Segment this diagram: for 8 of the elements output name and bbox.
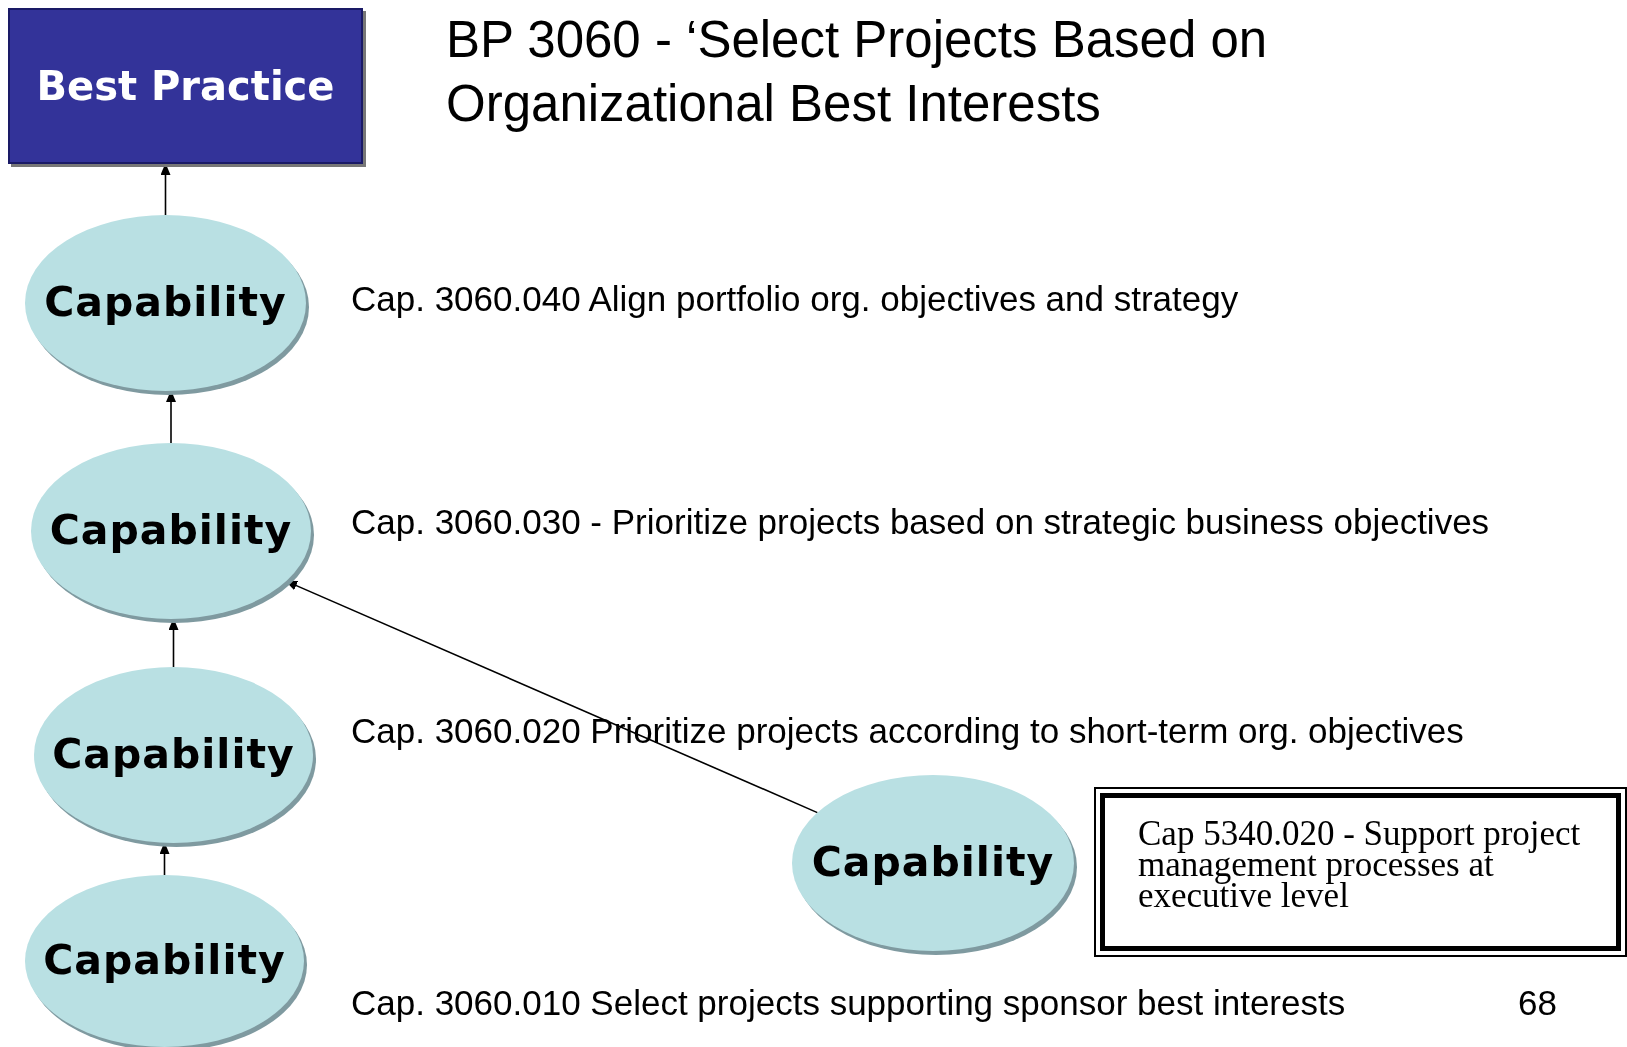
title: BP 3060 - ‘Select Projects Based on Organizational Best Interests bbox=[446, 10, 1269, 134]
page-number: 68 bbox=[1518, 983, 1557, 1023]
best-practice-box: Best Practice bbox=[8, 8, 363, 164]
capability-description: Cap. 3060.040 Align portfolio org. objectives and strategy bbox=[351, 279, 1239, 319]
note-frame: Cap 5340.020 - Support project management processes at executive level bbox=[1094, 787, 1627, 957]
capability-ellipse: Capability bbox=[25, 875, 304, 1047]
capability-description: Cap. 3060.010 Select projects supporting sponsor best interests bbox=[351, 983, 1346, 1023]
capability-description: Cap. 3060.030 - Prioritize projects based on strategic business objectives bbox=[351, 502, 1490, 542]
